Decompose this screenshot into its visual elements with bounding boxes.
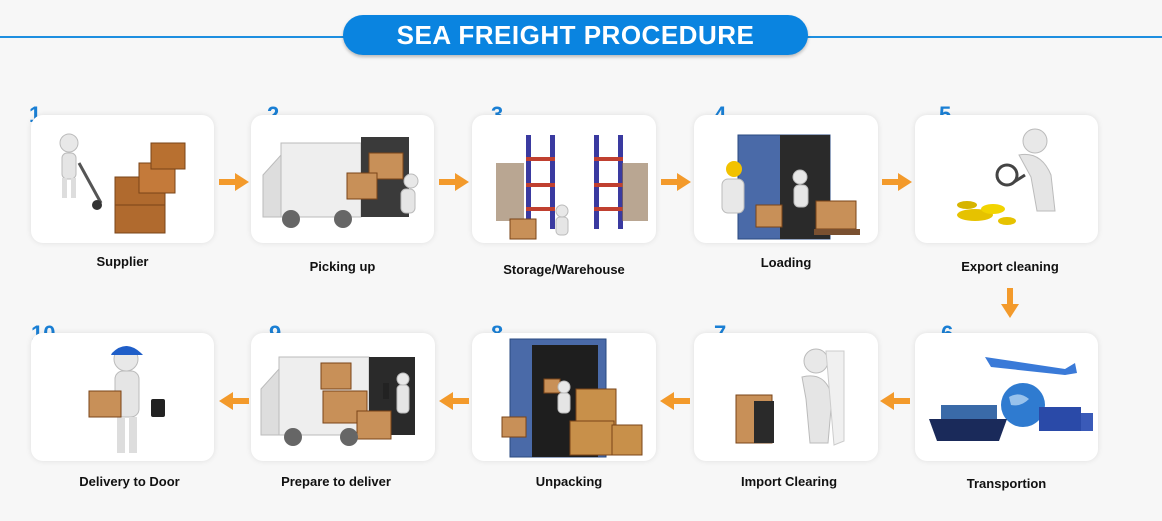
arrow-right-icon xyxy=(439,173,469,191)
truck-loading-icon xyxy=(251,115,434,243)
step-label: Export cleaning xyxy=(961,259,1059,274)
container-unpacking-icon xyxy=(472,333,656,461)
arrow-right-icon xyxy=(882,173,912,191)
courier-package-icon xyxy=(31,333,214,461)
document-clearing-icon xyxy=(694,333,878,461)
page-title: SEA FREIGHT PROCEDURE xyxy=(343,15,808,55)
container-loading-icon xyxy=(694,115,878,243)
step-label: Delivery to Door xyxy=(79,474,180,489)
ship-plane-truck-icon xyxy=(915,333,1098,461)
arrow-left-icon xyxy=(439,392,469,410)
magnifier-inspection-icon xyxy=(915,115,1098,243)
step-label: Loading xyxy=(760,255,812,270)
step-label: Transportion xyxy=(966,476,1047,491)
step-label: Import Clearing xyxy=(740,474,838,489)
arrow-left-icon xyxy=(219,392,249,410)
warehouse-racks-icon xyxy=(472,115,656,243)
step-label: Supplier xyxy=(96,254,149,269)
arrow-left-icon xyxy=(660,392,690,410)
arrow-right-icon xyxy=(219,173,249,191)
arrow-right-icon xyxy=(661,173,691,191)
step-label: Storage/Warehouse xyxy=(503,262,625,277)
supplier-boxes-icon xyxy=(31,115,214,243)
arrow-down-icon xyxy=(1001,288,1019,318)
truck-dispatch-icon xyxy=(251,333,435,461)
step-label: Picking up xyxy=(309,259,376,274)
step-label: Unpacking xyxy=(535,474,603,489)
arrow-left-icon xyxy=(880,392,910,410)
step-label: Prepare to deliver xyxy=(281,474,391,489)
